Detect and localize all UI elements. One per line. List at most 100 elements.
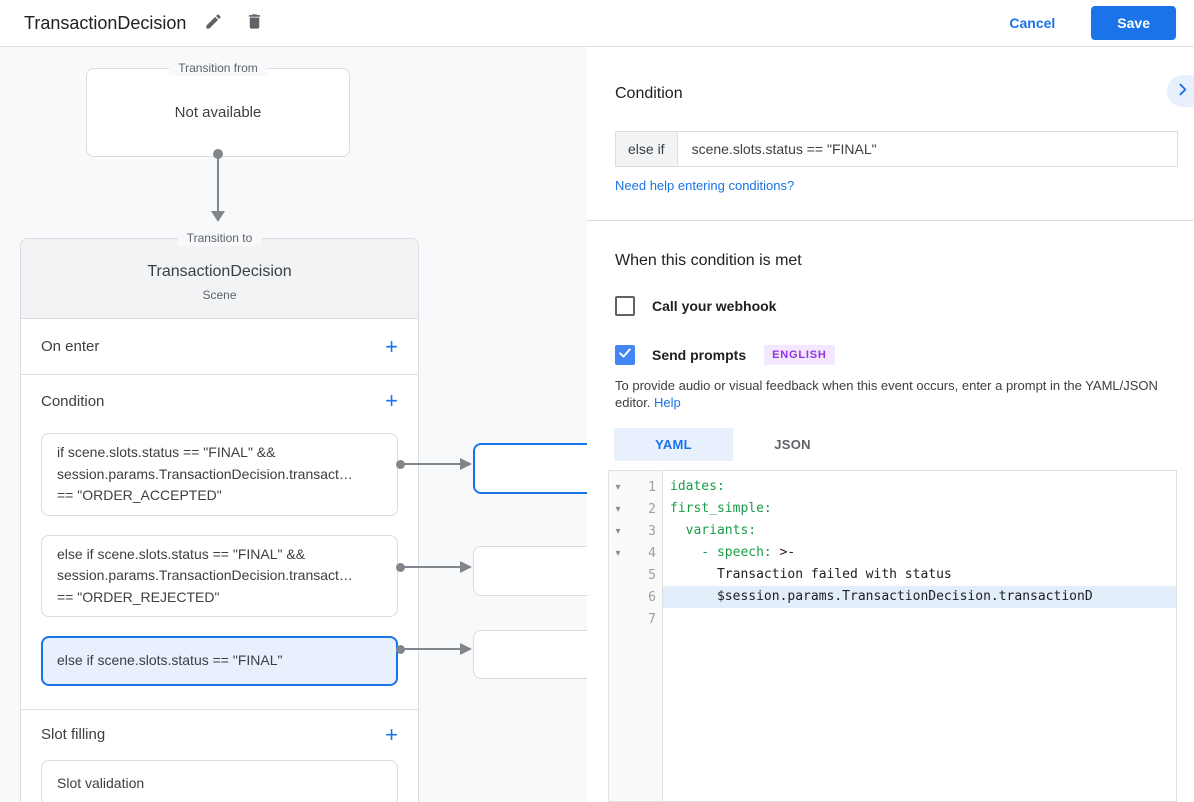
gutter-row: ▾2	[609, 498, 662, 520]
conditions-help-link[interactable]: Need help entering conditions?	[615, 178, 795, 193]
add-condition-button[interactable]: +	[385, 388, 398, 413]
checkmark-icon	[617, 345, 633, 366]
code-line: - speech: >-	[663, 542, 1176, 564]
connector-arrowhead	[460, 561, 472, 573]
editor-code-area[interactable]: idates: first_simple: variants: - speech…	[663, 471, 1176, 801]
connector-line	[404, 463, 461, 465]
slot-filling-row: Slot filling +	[21, 710, 418, 760]
connector-dot	[396, 460, 405, 469]
slot-filling-label: Slot filling	[41, 726, 106, 743]
trash-icon	[245, 12, 264, 34]
prompt-description: To provide audio or visual feedback when…	[615, 377, 1183, 411]
condition-section-label: Condition	[41, 392, 105, 410]
target-scene-box[interactable]	[473, 630, 587, 679]
add-slot-button[interactable]: +	[385, 721, 398, 747]
top-bar: TransactionDecision Cancel Save	[0, 0, 1194, 47]
webhook-checkbox-row: Call your webhook	[615, 294, 776, 318]
save-button[interactable]: Save	[1091, 6, 1176, 40]
prompt-help-link[interactable]: Help	[654, 395, 681, 410]
line-number: 1	[648, 479, 656, 495]
scene-title: TransactionDecision	[147, 263, 292, 280]
editor-gutter: ▾1 ▾2 ▾3 ▾4 5 6 7	[609, 471, 663, 801]
condition-text-line: if scene.slots.status == "FINAL" &&	[57, 444, 276, 460]
code-line: variants:	[663, 520, 1176, 542]
connector-dot	[396, 645, 405, 654]
line-number: 2	[648, 501, 656, 517]
fold-toggle-icon[interactable]: ▾	[615, 525, 621, 537]
send-prompts-label: Send prompts	[652, 347, 747, 363]
cancel-button[interactable]: Cancel	[1009, 15, 1056, 31]
delete-scene-button[interactable]	[241, 8, 268, 38]
transition-from-content: Not available	[174, 104, 262, 121]
transition-to-box: Transition to TransactionDecision Scene …	[20, 231, 419, 802]
code-key: first_simple:	[670, 501, 772, 516]
condition-text-line: else if scene.slots.status == "FINAL" &&	[57, 545, 306, 562]
code-key: variants:	[670, 523, 757, 538]
gutter-row: 7	[609, 608, 662, 630]
target-scene-box[interactable]	[473, 546, 587, 596]
yaml-code-editor[interactable]: ▾1 ▾2 ▾3 ▾4 5 6 7 idates: first_simple: …	[608, 470, 1177, 802]
edit-name-button[interactable]	[200, 8, 227, 38]
condition-editor-panel: Condition else if Need help entering con…	[587, 47, 1194, 802]
prompt-description-text: To provide audio or visual feedback when…	[615, 378, 1158, 410]
condition-card-final-selected[interactable]: else if scene.slots.status == "FINAL"	[41, 636, 398, 686]
when-met-heading: When this condition is met	[615, 252, 802, 269]
code-text: $session.params.TransactionDecision.tran…	[670, 589, 1093, 604]
condition-text-line: session.params.TransactionDecision.trans…	[57, 567, 353, 583]
condition-prefix: else if	[616, 132, 678, 166]
connector-line	[404, 566, 461, 568]
fold-toggle-icon[interactable]: ▾	[615, 503, 621, 515]
condition-text-line: session.params.TransactionDecision.trans…	[57, 465, 353, 482]
condition-expression-input[interactable]	[677, 132, 1177, 166]
transition-from-legend: Transition from	[169, 61, 267, 76]
condition-card-order-accepted[interactable]: if scene.slots.status == "FINAL" && sess…	[41, 433, 398, 516]
connector-line	[217, 155, 219, 212]
transition-to-legend: Transition to	[177, 231, 262, 246]
webhook-checkbox[interactable]	[615, 296, 635, 316]
pencil-icon	[204, 12, 223, 34]
connector-dot	[213, 149, 223, 159]
tab-yaml[interactable]: YAML	[614, 428, 733, 461]
language-badge: ENGLISH	[764, 345, 835, 365]
section-divider	[21, 708, 418, 710]
connector-arrowhead	[460, 458, 472, 470]
tab-json[interactable]: JSON	[733, 428, 852, 461]
add-on-enter-button[interactable]: +	[385, 333, 398, 359]
section-divider	[21, 374, 418, 375]
condition-input-row: else if	[615, 131, 1178, 167]
page-title: TransactionDecision	[24, 12, 187, 33]
editor-tabs: YAML JSON	[614, 428, 852, 461]
scene-subtitle: Scene	[202, 288, 237, 302]
scene-diagram: Transition from Not available Transition…	[0, 47, 587, 802]
code-text: >-	[771, 545, 796, 560]
fold-toggle-icon[interactable]: ▾	[615, 481, 621, 493]
send-prompts-checkbox[interactable]	[615, 345, 635, 365]
code-line	[663, 608, 1176, 630]
condition-text-line: else if scene.slots.status == "FINAL"	[57, 652, 283, 668]
transition-from-box: Transition from Not available	[86, 61, 350, 157]
condition-panel-heading: Condition	[615, 85, 683, 102]
line-number: 3	[648, 523, 656, 539]
code-line: Transaction failed with status	[663, 564, 1176, 586]
chevron-right-icon	[1174, 81, 1191, 101]
fold-toggle-icon[interactable]: ▾	[615, 547, 621, 559]
connector-arrowhead	[211, 211, 225, 222]
collapse-panel-button[interactable]	[1167, 75, 1194, 107]
on-enter-label: On enter	[41, 338, 100, 355]
panel-divider	[587, 220, 1194, 221]
gutter-row: 5	[609, 564, 662, 586]
condition-section-row: Condition +	[21, 375, 418, 427]
condition-card-order-rejected[interactable]: else if scene.slots.status == "FINAL" &&…	[41, 534, 398, 617]
code-line: first_simple:	[663, 498, 1176, 520]
slot-validation-card[interactable]: Slot validation	[41, 759, 398, 802]
target-scene-box[interactable]	[473, 443, 587, 494]
gutter-row: ▾3	[609, 520, 662, 542]
connector-line	[404, 648, 461, 650]
line-number: 6	[648, 589, 656, 605]
gutter-row: ▾4	[609, 542, 662, 564]
gutter-row: ▾1	[609, 476, 662, 498]
condition-text-line: == "ORDER_REJECTED"	[57, 588, 220, 605]
line-number: 5	[648, 567, 656, 583]
code-line-current: $session.params.TransactionDecision.tran…	[663, 586, 1176, 608]
line-number: 4	[648, 545, 656, 561]
